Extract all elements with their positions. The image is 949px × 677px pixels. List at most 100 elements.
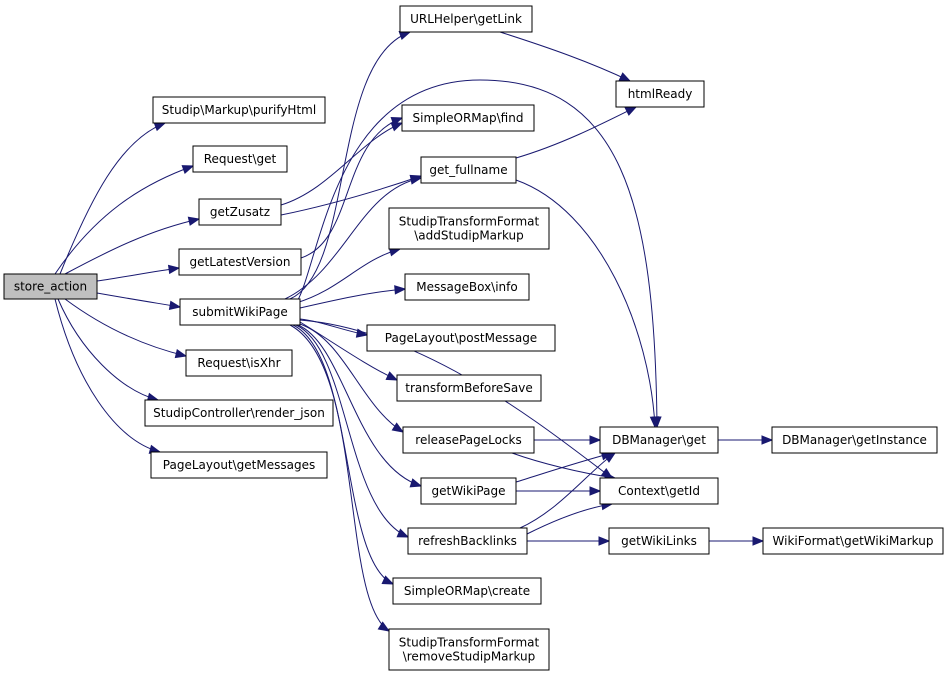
node-box	[771, 426, 938, 454]
node-label: DBManager\get	[612, 433, 706, 447]
node-create[interactable]: SimpleORMap\create	[392, 577, 542, 605]
edge-line	[96, 267, 180, 282]
arrowhead-icon	[394, 285, 407, 295]
edge-getZusatz-to-find	[280, 122, 404, 206]
node-submitWikiPage[interactable]: submitWikiPage	[179, 298, 301, 326]
node-box	[420, 477, 517, 505]
edge-store_action-to-getMessages	[54, 298, 162, 454]
arrowhead-icon	[624, 106, 638, 116]
node-postMessage[interactable]: PageLayout\postMessage	[366, 324, 556, 352]
node-info[interactable]: MessageBox\info	[404, 273, 530, 301]
edge-releasePageLocks-to-db_get	[534, 435, 602, 445]
arrowhead-icon	[381, 575, 395, 585]
arrowhead-icon	[168, 300, 182, 310]
arrowhead-icon	[167, 264, 181, 275]
node-label: getWikiPage	[432, 484, 506, 498]
node-box	[599, 426, 719, 454]
node-box	[404, 273, 530, 301]
node-addStudipMarkup[interactable]: StudipTransformFormat\addStudipMarkup	[388, 207, 550, 250]
node-getWikiLinks[interactable]: getWikiLinks	[608, 527, 710, 555]
edge-submitWikiPage-to-getLink	[289, 30, 412, 300]
node-label: store_action	[14, 280, 87, 294]
arrowhead-icon	[181, 165, 195, 175]
node-transformBeforeSave[interactable]: transformBeforeSave	[396, 374, 542, 402]
arrowhead-icon	[390, 117, 404, 126]
node-getWikiMarkup[interactable]: WikiFormat\getWikiMarkup	[762, 527, 944, 555]
edge-line	[280, 175, 422, 216]
node-box	[388, 628, 550, 671]
node-getLatestVersion[interactable]: getLatestVersion	[178, 248, 302, 276]
edge-line	[295, 324, 409, 538]
node-getWikiPage[interactable]: getWikiPage	[420, 477, 517, 505]
node-box	[615, 80, 705, 108]
node-box	[402, 426, 535, 454]
edge-getLink-to-htmlReady	[499, 31, 632, 82]
edge-submitWikiPage-to-get_fullname	[284, 175, 423, 300]
edge-store_action-to-request_get	[54, 165, 195, 275]
node-label: get_fullname	[429, 163, 507, 177]
node-store-action[interactable]: store_action	[3, 273, 98, 300]
edge-submitWikiPage-to-releasePageLocks	[299, 323, 405, 433]
edge-line	[519, 452, 616, 529]
edge-line	[300, 117, 403, 259]
edge-line	[299, 288, 406, 309]
edge-submitWikiPage-to-addStudipMarkup	[295, 247, 402, 304]
node-label: getWikiLinks	[621, 534, 697, 548]
arrowhead-icon	[187, 216, 201, 226]
arrowhead-icon	[649, 416, 660, 429]
node-releasePageLocks[interactable]: releasePageLocks	[402, 426, 535, 454]
edge-line	[526, 503, 613, 535]
arrowhead-icon	[385, 371, 399, 381]
edge-store_action-to-isXhr	[64, 298, 188, 359]
node-getLink[interactable]: URLHelper\getLink	[399, 5, 533, 33]
arrowhead-icon	[390, 122, 404, 132]
node-removeStudipMarkup[interactable]: StudipTransformFormat\removeStudipMarkup	[388, 628, 550, 671]
node-purifyHtml[interactable]: Studip\Markup\purifyHtml	[152, 96, 326, 124]
node-label: releasePageLocks	[415, 433, 521, 447]
arrowhead-icon	[598, 536, 611, 546]
edge-store_action-to-render_json	[57, 298, 160, 402]
node-request-get[interactable]: Request\get	[192, 145, 288, 173]
node-render-json[interactable]: StudipController\render_json	[144, 399, 334, 427]
node-box	[420, 156, 517, 184]
edge-submitWikiPage-to-getWikiPage	[297, 324, 423, 488]
node-refreshBacklinks[interactable]: refreshBacklinks	[407, 527, 528, 555]
edge-line	[294, 79, 658, 428]
node-db-get[interactable]: DBManager\get	[599, 426, 719, 454]
edge-store_action-to-getZusatz	[64, 216, 201, 275]
node-box	[599, 477, 719, 505]
node-getZusatz[interactable]: getZusatz	[198, 198, 282, 226]
node-getMessages[interactable]: PageLayout\getMessages	[150, 451, 328, 479]
node-isXhr[interactable]: Request\isXhr	[185, 349, 293, 377]
arrowhead-icon	[398, 30, 412, 40]
node-box	[401, 104, 535, 132]
node-get-fullname[interactable]: get_fullname	[420, 156, 517, 184]
edge-refreshBacklinks-to-getId	[526, 500, 614, 535]
edge-refreshBacklinks-to-getWikiLinks	[526, 536, 611, 546]
edge-submitWikiPage-to-removeStudipMarkup	[289, 324, 391, 632]
arrowhead-icon	[761, 435, 774, 445]
arrowhead-icon	[618, 72, 632, 82]
arrowhead-icon	[409, 175, 423, 185]
edge-line	[57, 298, 159, 401]
edge-getLatestVersion-to-find	[300, 117, 404, 259]
edge-line	[54, 165, 194, 275]
node-label: DBManager\getInstance	[782, 433, 927, 447]
edge-line	[64, 218, 200, 275]
node-label: SimpleORMap\create	[404, 584, 530, 598]
node-htmlReady[interactable]: htmlReady	[615, 80, 705, 108]
node-label: \removeStudipMarkup	[403, 650, 536, 664]
node-find[interactable]: SimpleORMap\find	[401, 104, 535, 132]
node-label: refreshBacklinks	[418, 534, 517, 548]
node-getId[interactable]: Context\getId	[599, 477, 719, 505]
node-box	[144, 399, 334, 427]
node-label: submitWikiPage	[192, 305, 287, 319]
node-getInstance[interactable]: DBManager\getInstance	[771, 426, 938, 454]
arrowhead-icon	[391, 422, 405, 433]
edge-submitWikiPage-to-info	[299, 285, 407, 309]
edge-store_action-to-purifyHtml	[59, 122, 167, 275]
edge-line	[59, 122, 166, 275]
node-label: PageLayout\postMessage	[385, 331, 537, 345]
edge-line	[295, 248, 401, 304]
